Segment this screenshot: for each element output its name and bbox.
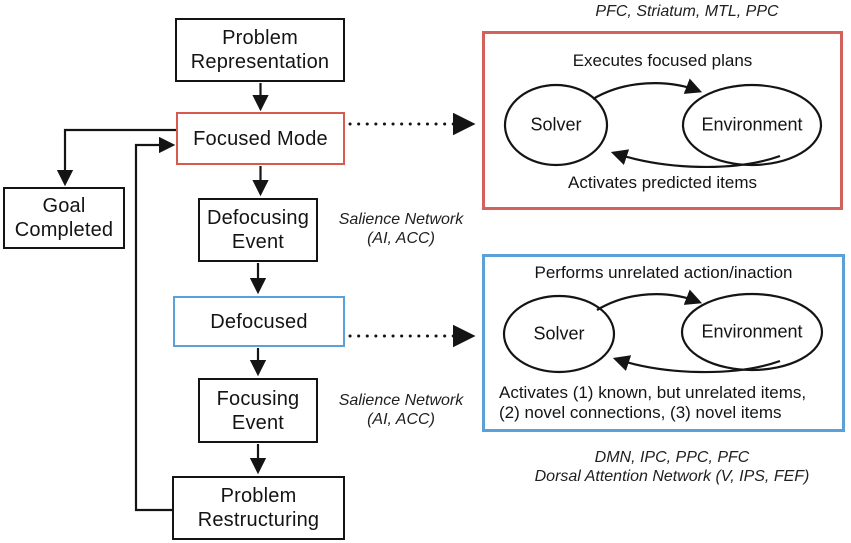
node-defocused: Defocused <box>173 296 345 347</box>
node-focused-mode: Focused Mode <box>176 112 345 165</box>
defocused-mode-panel <box>482 254 845 432</box>
environment-label-focused: Environment <box>701 114 803 135</box>
salience-network-label-1-line1: Salience Network <box>338 211 464 228</box>
salience-network-label-2-line2: (AI, ACC) <box>367 411 435 429</box>
salience-network-label-2-line1: Salience Network <box>338 392 464 409</box>
focused-brain-regions-label: PFC, Striatum, MTL, PPC <box>595 3 779 20</box>
node-defocusing-event: Defocusing Event <box>198 198 318 262</box>
salience-network-label-1: Salience Network (AI, ACC) <box>331 210 471 248</box>
defocused-brain-regions-line2: Dorsal Attention Network (V, IPS, FEF) <box>534 468 810 486</box>
defocused-panel-bottom-caption-line2: (2) novel connections, (3) novel items <box>499 403 782 422</box>
environment-label-defocused: Environment <box>701 321 803 342</box>
solver-label-defocused: Solver <box>533 323 585 344</box>
focused-panel-bottom-caption: Activates predicted items <box>568 173 757 192</box>
focused-panel-top-caption: Executes focused plans <box>572 51 753 70</box>
node-focusing-event: Focusing Event <box>198 378 318 443</box>
arrow-restructuring-to-focused <box>134 136 176 512</box>
salience-network-label-1-line2: (AI, ACC) <box>367 230 435 248</box>
defocused-panel-top-caption: Performs unrelated action/inaction <box>534 263 793 282</box>
node-goal-completed: Goal Completed <box>3 187 125 249</box>
solver-label-focused: Solver <box>530 114 582 135</box>
node-problem-restructuring: Problem Restructuring <box>172 476 345 540</box>
defocused-brain-regions-label: DMN, IPC, PPC, PFC Dorsal Attention Netw… <box>497 448 847 486</box>
focused-mode-panel <box>482 31 843 210</box>
node-problem-representation: Problem Representation <box>175 18 345 82</box>
defocused-panel-bottom-caption-line1: Activates (1) known, but unrelated items… <box>499 383 807 402</box>
arrow-focused-to-goal <box>56 128 176 187</box>
defocused-brain-regions-line1: DMN, IPC, PPC, PFC <box>594 449 750 466</box>
salience-network-label-2: Salience Network (AI, ACC) <box>331 391 471 429</box>
